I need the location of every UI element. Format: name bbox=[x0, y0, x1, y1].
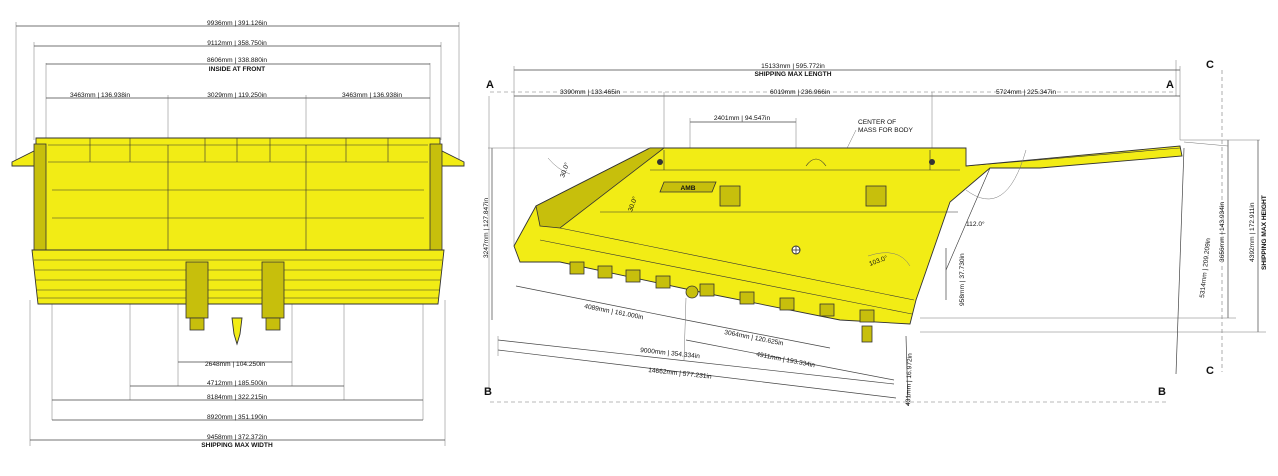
logo-plate bbox=[659, 181, 717, 193]
logo-text: AMB bbox=[680, 185, 695, 192]
section-c-top: C bbox=[1206, 59, 1214, 71]
dim-9112: 9112mm | 358.750in bbox=[207, 40, 267, 47]
section-b-left: B bbox=[484, 386, 492, 398]
dim-3463-left: 3463mm | 136.938in bbox=[70, 92, 130, 99]
dim-15133-note: SHIPPING MAX LENGTH bbox=[755, 71, 832, 78]
dim-2648: 2648mm | 104.250in bbox=[205, 361, 265, 368]
dim-3656: 3656mm | 143.934in bbox=[1219, 202, 1226, 262]
dim-431: 431mm | 16.972in bbox=[905, 353, 914, 406]
dim-8606-note: INSIDE AT FRONT bbox=[209, 66, 265, 73]
dim-4712: 4712mm | 185.500in bbox=[207, 380, 267, 387]
section-a-left: A bbox=[486, 79, 494, 91]
dim-3029: 3029mm | 119.250in bbox=[207, 92, 267, 99]
front-view: 9936mm | 391.126in 9112mm | 358.750in 86… bbox=[11, 20, 465, 449]
dim-9458: 9458mm | 372.372in bbox=[207, 434, 267, 441]
dim-5724: 5724mm | 225.347in bbox=[996, 89, 1056, 96]
dim-3390: 3390mm | 133.465in bbox=[560, 89, 620, 96]
dim-3064: 3064mm | 120.625in bbox=[724, 329, 785, 347]
dim-14662: 14662mm | 577.231in bbox=[648, 367, 712, 381]
section-b-right: B bbox=[1158, 386, 1166, 398]
dim-4392: 4392mm | 172.911in bbox=[1249, 202, 1256, 262]
side-body: AMB bbox=[513, 145, 1183, 343]
dim-2401: 2401mm | 94.547in bbox=[714, 115, 771, 122]
callout-line1: CENTER OF bbox=[858, 119, 896, 126]
dim-3463-right: 3463mm | 136.938in bbox=[342, 92, 402, 99]
angle-a1: 30.0° bbox=[558, 161, 571, 179]
dim-15133: 15133mm | 595.772in bbox=[761, 63, 825, 70]
dim-9936-mm: 9936mm | 391.126in bbox=[207, 20, 267, 27]
dim-4911: 4911mm | 193.334in bbox=[756, 351, 816, 369]
dim-8920: 8920mm | 351.190in bbox=[207, 414, 267, 421]
bottom-ribs bbox=[569, 261, 875, 343]
dim-5314: 5314mm | 209.209in bbox=[1199, 237, 1212, 298]
front-body bbox=[11, 137, 465, 346]
dim-958: 958mm | 37.730in bbox=[959, 253, 966, 306]
callout-line2: MASS FOR BODY bbox=[858, 127, 914, 134]
section-a-right: A bbox=[1166, 79, 1174, 91]
side-view: A A B B C C 15133mm | 595.772in SHIPPING… bbox=[483, 59, 1268, 406]
dim-9000: 9000mm | 354.334in bbox=[640, 347, 701, 360]
dim-8606: 8606mm | 338.880in bbox=[207, 57, 267, 64]
dim-8184: 8184mm | 322.215in bbox=[207, 394, 267, 401]
dim-3247: 3247mm | 127.847in bbox=[483, 198, 490, 258]
angle-a3: 112.0° bbox=[966, 220, 985, 228]
dim-6019: 6019mm | 236.966in bbox=[770, 89, 830, 96]
dim-9458-note: SHIPPING MAX WIDTH bbox=[201, 442, 273, 449]
section-c-bottom: C bbox=[1206, 365, 1214, 377]
dim-4392-note: SHIPPING MAX HEIGHT bbox=[1261, 195, 1268, 270]
